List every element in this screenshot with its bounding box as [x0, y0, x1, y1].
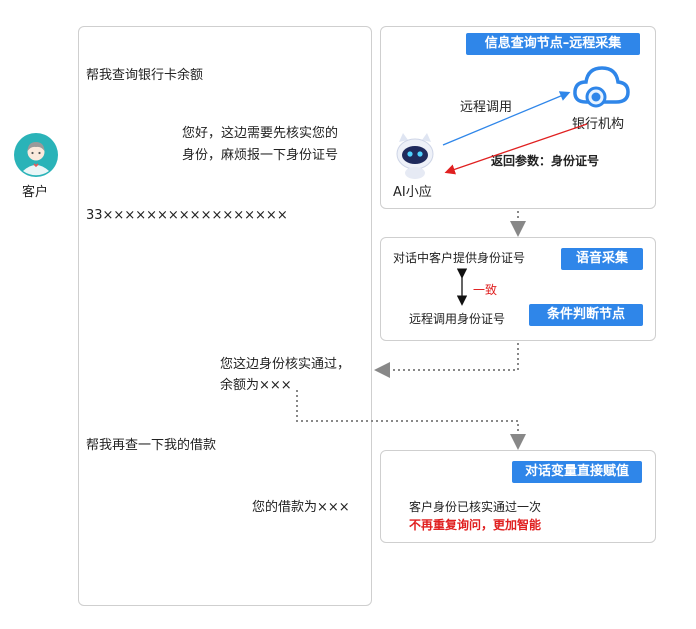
info-query-node-panel [380, 26, 656, 209]
verified-note: 客户身份已核实通过一次 [409, 500, 542, 514]
chat-message-2b: 身份，麻烦报一下身份证号 [182, 148, 339, 163]
chat-message-1: 帮我查询银行卡余额 [86, 68, 204, 83]
robot-icon [392, 130, 438, 180]
consistent-label: 一致 [473, 283, 498, 297]
return-param-arrow [444, 123, 588, 175]
chat-message-6: 您的借款为××× [252, 500, 350, 515]
condition-node-tag: 条件判断节点 [529, 304, 643, 326]
info-query-node-title: 信息查询节点–远程采集 [466, 33, 640, 55]
provide-id-label: 对话中客户提供身份证号 [393, 251, 526, 265]
chat-message-4b: 余额为××× [220, 378, 292, 393]
customer-avatar [14, 133, 58, 177]
chat-panel [78, 26, 372, 606]
smarter-note: 不再重复询问，更加智能 [409, 518, 542, 532]
chat-message-2: 您好，这边需要先核实您的 [182, 126, 339, 141]
robot-name: AI小应 [393, 185, 432, 200]
return-param-label: 返回参数：身份证号 [491, 154, 600, 168]
remote-id-label: 远程调用身份证号 [409, 312, 506, 326]
remote-call-label: 远程调用 [460, 100, 513, 115]
chat-message-3: 33××××××××××××××××× [86, 208, 288, 223]
variable-assign-tag: 对话变量直接赋值 [512, 461, 642, 483]
chat-message-5: 帮我再查一下我的借款 [86, 438, 217, 453]
cloud-bank-icon [572, 60, 630, 110]
chat-message-4: 您这边身份核实通过， [220, 357, 351, 372]
bank-label: 银行机构 [572, 117, 625, 132]
voice-collect-tag: 语音采集 [561, 248, 643, 270]
node2-to-chat-connector [374, 343, 519, 378]
customer-label: 客户 [22, 185, 49, 200]
remote-call-arrow [442, 91, 571, 146]
chat-to-node3-connector [296, 390, 526, 450]
